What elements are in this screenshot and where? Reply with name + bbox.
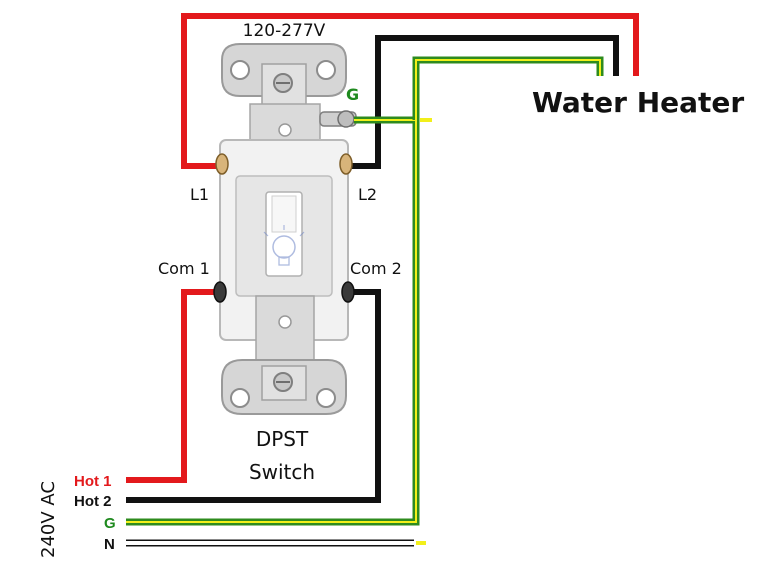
water-heater-label: Water Heater <box>532 86 744 119</box>
ground-terminal-label: G <box>346 85 359 104</box>
com1-terminal-label: Com 1 <box>158 259 210 278</box>
wire-hot2-black <box>126 289 381 503</box>
device-name-line1: DPST <box>256 427 309 451</box>
bulb-icon <box>263 225 305 266</box>
bottom-ear-hole-left <box>230 388 250 408</box>
dpst-switch-device <box>219 43 357 415</box>
wire-l1-red <box>181 13 639 169</box>
terminal-screw-com1 <box>213 281 227 303</box>
hot2-supply-label: Hot 2 <box>74 493 112 510</box>
bottom-strap-neck <box>255 295 315 363</box>
wire-ground-green <box>126 56 604 526</box>
neutral-supply-label: N <box>104 536 115 553</box>
com2-terminal-label: Com 2 <box>350 259 402 278</box>
hot1-supply-label: Hot 1 <box>74 473 112 490</box>
terminal-screw-l1 <box>215 153 229 175</box>
voltage-rating-label: 120-277V <box>243 21 326 41</box>
terminal-screw-com2 <box>341 281 355 303</box>
top-ear-hole-left <box>230 60 250 80</box>
supply-voltage-label: 240V AC <box>38 481 59 558</box>
device-name-line2: Switch <box>249 460 315 484</box>
bottom-ear-hole-right <box>316 388 336 408</box>
terminal-screw-l2 <box>339 153 353 175</box>
wire-l2-black <box>346 35 619 169</box>
ground-screw <box>319 110 357 128</box>
top-ear-hole-right <box>316 60 336 80</box>
wire-hot1-red <box>126 289 222 483</box>
l2-terminal-label: L2 <box>358 185 377 204</box>
l1-terminal-label: L1 <box>190 185 209 204</box>
ground-supply-label: G <box>104 515 116 532</box>
